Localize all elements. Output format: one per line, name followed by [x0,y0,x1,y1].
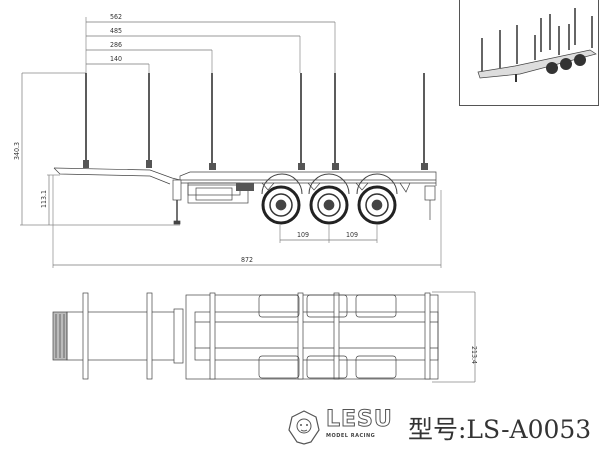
dim-deck-height: 113.1 [40,190,48,208]
dim-562: 562 [110,13,122,21]
brand-subtitle: MODEL RACING [326,433,376,439]
brand-block: LESU MODEL RACING [326,407,393,439]
isometric-trailer-icon [477,8,597,82]
brand-name: LESU [326,407,393,432]
dim-overall-width: 213.4 [470,346,478,364]
dim-axle-spacing-2: 109 [346,231,358,239]
dimension-labels: 562 485 286 140 340.3 113.1 109 109 872 … [13,13,478,364]
wheels [261,173,398,225]
dim-axle-spacing-1: 109 [297,231,309,239]
dim-overall-height: 340.3 [13,142,21,160]
dim-286: 286 [110,41,122,49]
lion-logo-icon [288,410,320,445]
dim-140: 140 [110,55,122,63]
side-view [20,17,442,268]
isometric-view-inset [459,0,599,106]
dim-485: 485 [110,27,122,35]
dim-overall-length: 872 [241,256,253,264]
model-number: 型号:LS-A0053 [408,415,592,444]
top-view [52,291,476,383]
